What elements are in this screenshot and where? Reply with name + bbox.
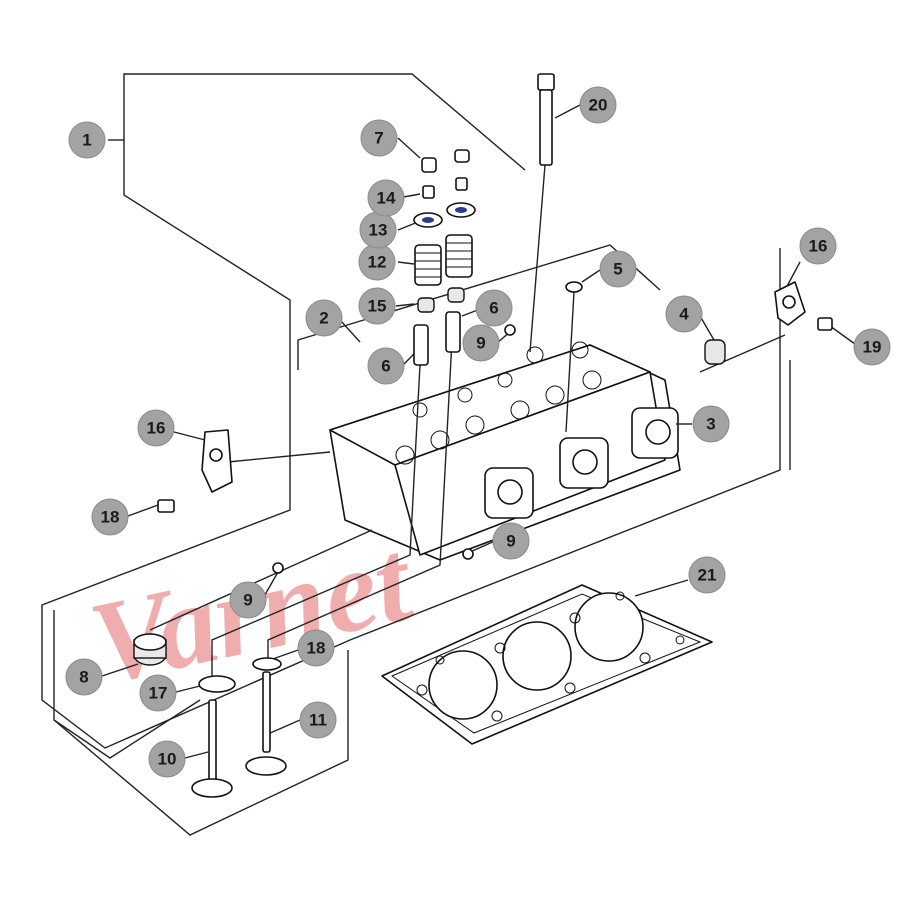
svg-text:9: 9: [243, 591, 252, 610]
valve-cap-left: [421, 157, 437, 173]
callout-10: 10: [148, 740, 186, 778]
callout-16-right: 16: [799, 227, 837, 265]
leader-lines: [101, 104, 856, 759]
svg-text:6: 6: [381, 357, 390, 376]
cylinder-head: [329, 341, 681, 561]
svg-text:9: 9: [476, 334, 485, 353]
svg-text:5: 5: [613, 260, 622, 279]
svg-text:4: 4: [679, 305, 689, 324]
svg-text:9: 9: [506, 532, 515, 551]
svg-text:12: 12: [368, 253, 387, 272]
svg-text:16: 16: [147, 419, 166, 438]
svg-text:6: 6: [489, 299, 498, 318]
callout-1: 1: [68, 121, 106, 159]
callout-6-upper: 6: [475, 289, 513, 327]
svg-text:13: 13: [369, 221, 388, 240]
svg-text:18: 18: [307, 639, 326, 658]
callout-9-bottom: 9: [492, 522, 530, 560]
svg-text:14: 14: [377, 189, 396, 208]
svg-text:17: 17: [149, 684, 168, 703]
callout-8: 8: [65, 658, 103, 696]
svg-text:8: 8: [79, 668, 88, 687]
svg-text:16: 16: [809, 237, 828, 256]
callout-4: 4: [665, 295, 703, 333]
callout-20: 20: [579, 86, 617, 124]
callout-9-left: 9: [229, 581, 267, 619]
head-gasket: [381, 584, 713, 745]
valve-cap-right: [454, 149, 470, 163]
svg-text:21: 21: [698, 566, 717, 585]
svg-text:20: 20: [589, 96, 608, 115]
callout-3: 3: [692, 405, 730, 443]
svg-text:11: 11: [309, 711, 327, 730]
callout-14: 14: [367, 179, 405, 217]
valve-train-parts: [133, 73, 833, 798]
svg-text:10: 10: [158, 750, 177, 769]
callout-19: 19: [853, 328, 891, 366]
callout-9-right: 9: [462, 324, 500, 362]
svg-text:18: 18: [101, 508, 120, 527]
callout-21: 21: [688, 556, 726, 594]
callout-2: 2: [305, 299, 343, 337]
valve-springs: [414, 234, 473, 286]
callout-12: 12: [358, 243, 396, 281]
head-bolt-shank: [539, 89, 553, 166]
callouts: 1 2 3 4 5 6 6 7 8 9 9 9 10 11 12 13 14 1…: [65, 86, 891, 778]
callout-7: 7: [360, 119, 398, 157]
callout-18-left: 18: [91, 498, 129, 536]
svg-text:1: 1: [82, 131, 91, 150]
callout-15: 15: [358, 287, 396, 325]
head-top-details: [395, 341, 602, 465]
svg-text:19: 19: [863, 338, 882, 357]
svg-text:3: 3: [706, 415, 715, 434]
svg-text:7: 7: [374, 129, 383, 148]
head-bolt-head: [537, 73, 555, 91]
callout-18-right: 18: [297, 629, 335, 667]
callout-5: 5: [599, 250, 637, 288]
exhaust-ports: [484, 407, 679, 519]
svg-text:2: 2: [319, 309, 328, 328]
callout-17: 17: [139, 674, 177, 712]
valves: [191, 671, 287, 798]
svg-text:15: 15: [368, 297, 387, 316]
callout-13: 13: [359, 211, 397, 249]
callout-16-left: 16: [137, 409, 175, 447]
callout-6-lower: 6: [367, 347, 405, 385]
callout-11: 11: [299, 701, 337, 739]
